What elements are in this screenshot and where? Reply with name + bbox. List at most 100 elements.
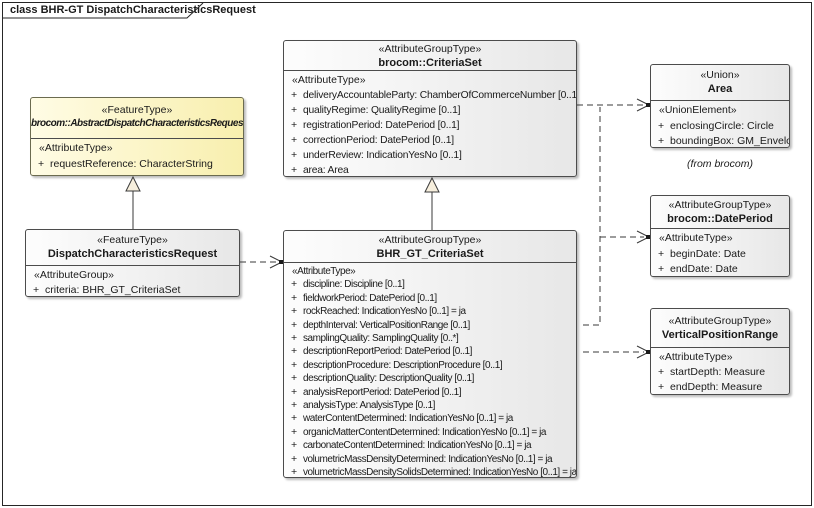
stereotype-label: «AttributeGroupType» [378, 234, 482, 246]
class-name: VerticalPositionRange [661, 329, 779, 341]
class-box-brocom-criteriaset[interactable]: «AttributeGroupType» brocom::CriteriaSet… [283, 40, 577, 177]
class-box-bhr-gt-criteriaset[interactable]: «AttributeGroupType» BHR_GT_CriteriaSet … [283, 230, 577, 478]
attribute-text: analysisReportPeriod: DatePeriod [0..1] [303, 386, 462, 398]
attribute-row: + startDepth: Measure [657, 365, 787, 380]
attribute-row: + requestReference: CharacterString [37, 157, 241, 173]
attribute-row: +registrationPeriod: DatePeriod [0..1] [290, 118, 574, 133]
attribute-row: +deliveryAccountableParty: ChamberOfComm… [290, 88, 576, 103]
attribute-text: area: Area [303, 165, 349, 176]
attribute-text: analysisType: AnalysisType [0..1] [303, 400, 435, 412]
class-header: «FeatureType» brocom::AbstractDispatchCh… [31, 98, 243, 139]
attribute-text: beginDate: Date [670, 247, 746, 260]
attribute-row: +underReview: IndicationYesNo [0..1] [290, 148, 574, 163]
attribute-row: + qualityRegime: QualityRegime [0..1] [290, 103, 574, 118]
attribute-row: +descriptionReportPeriod: DatePeriod [0.… [290, 345, 574, 358]
visibility-plus: + [291, 372, 298, 385]
attribute-text: underReview: IndicationYesNo [0..1] [303, 150, 462, 161]
compartment-stereotype: «AttributeType» [659, 232, 733, 244]
visibility-plus: + [658, 381, 665, 393]
attribute-row: + endDate: Date [657, 262, 787, 276]
stereotype-label: «Union» [700, 69, 740, 81]
attribute-row: +enclosingCircle: Circle [657, 119, 787, 135]
attribute-text: correctionPeriod: DatePeriod [0..1] [303, 135, 454, 146]
attribute-row: +volumetricMassDensitySolidsDetermined: … [290, 466, 576, 478]
visibility-plus: + [38, 157, 45, 170]
class-header: «FeatureType» DispatchCharacteristicsReq… [26, 230, 239, 266]
attribute-text: fieldworkPeriod: DatePeriod [0..1] [303, 292, 437, 304]
attribute-text: registrationPeriod: DatePeriod [0..1] [303, 120, 460, 131]
visibility-plus: + [291, 412, 298, 425]
visibility-plus: + [291, 385, 298, 398]
visibility-plus: + [291, 345, 298, 358]
visibility-plus: + [291, 104, 298, 116]
attribute-text: qualityRegime: QualityRegime [0..1] [303, 105, 461, 116]
visibility-plus: + [33, 284, 40, 296]
attribute-text: startDepth: Measure [670, 366, 766, 378]
attribute-row: + area: Area [290, 163, 574, 176]
attribute-row: + depthInterval: VerticalPositionRange [0… [290, 319, 574, 332]
attribute-row: + boundingBox: GM_Envelope [657, 134, 789, 147]
class-box-vertical-position-range[interactable]: «AttributeGroupType» VerticalPositionRan… [650, 308, 790, 395]
attribute-text: endDate: Date [670, 263, 738, 275]
class-header: «Union» Area [651, 65, 789, 101]
attribute-row: + descriptionQuality: DescriptionQuality … [290, 372, 574, 385]
visibility-plus: + [658, 135, 665, 147]
attribute-text: waterContentDetermined: IndicationYesNo … [303, 413, 513, 425]
visibility-plus: + [291, 332, 298, 345]
class-name: DispatchCharacteristicsRequest [47, 248, 218, 260]
stereotype-label: «FeatureType» [101, 104, 173, 116]
attribute-row: +samplingQuality: SamplingQuality [0..*] [290, 332, 574, 345]
attribute-compartment: «UnionElement» +enclosingCircle: Circle+… [651, 101, 789, 147]
attribute-row: +beginDate: Date [657, 247, 787, 263]
attribute-text: volumetricMassDensityDetermined: Indicat… [303, 453, 553, 465]
visibility-plus: + [291, 439, 298, 452]
attribute-text: enclosingCircle: Circle [670, 119, 774, 132]
visibility-plus: + [291, 466, 298, 478]
stereotype-label: «AttributeGroupType» [668, 315, 772, 327]
attribute-text: rockReached: IndicationYesNo [0..1] = ja [303, 306, 466, 318]
stereotype-label: «FeatureType» [97, 234, 168, 246]
class-box-abstract-dispatch-characteristics-request[interactable]: «FeatureType» brocom::AbstractDispatchCh… [30, 97, 244, 176]
attribute-row: + descriptionProcedure: DescriptionProced… [290, 359, 574, 372]
attribute-compartment: «AttributeType» + startDepth: Measure + end… [651, 348, 789, 394]
attribute-text: organicMatterContentDetermined: Indicati… [303, 426, 546, 438]
visibility-plus: + [291, 452, 298, 465]
visibility-plus: + [291, 358, 298, 371]
class-header: «AttributeGroupType» BHR_GT_CriteriaSet [284, 231, 576, 263]
attribute-row: +correctionPeriod: DatePeriod [0..1] [290, 133, 574, 148]
attribute-text: criteria: BHR_GT_CriteriaSet [45, 284, 181, 296]
attribute-text: depthInterval: VerticalPositionRange [0.… [303, 319, 470, 331]
attribute-row: + waterContentDetermined: IndicationYesNo… [290, 412, 574, 425]
attribute-text: endDepth: Measure [670, 381, 763, 393]
attribute-row: + fieldworkPeriod: DatePeriod [0..1] [290, 292, 574, 305]
stereotype-label: «AttributeGroupType» [668, 199, 772, 211]
visibility-plus: + [291, 399, 298, 412]
attribute-text: descriptionProcedure: DescriptionProcedu… [303, 359, 503, 371]
attribute-text: descriptionQuality: DescriptionQuality [… [303, 373, 474, 385]
visibility-plus: + [291, 318, 298, 331]
class-header: «AttributeGroupType» brocom::CriteriaSet [284, 41, 576, 71]
class-box-area[interactable]: «Union» Area «UnionElement» +enclosingCi… [650, 64, 790, 148]
package-origin-note: (from brocom) [687, 158, 753, 170]
attribute-text: requestReference: CharacterString [50, 157, 213, 170]
class-header: «AttributeGroupType» VerticalPositionRan… [651, 309, 789, 348]
visibility-plus: + [291, 291, 298, 304]
attribute-compartment: «AttributeType» +requestReference: Chara… [31, 139, 243, 172]
visibility-plus: + [658, 263, 665, 275]
stereotype-label: «AttributeGroupType» [378, 43, 482, 55]
visibility-plus: + [658, 366, 665, 378]
attribute-row: + endDepth: Measure [657, 380, 787, 394]
attribute-row: + analysisType: AnalysisType [0..1] [290, 399, 574, 412]
attribute-text: carbonateContentDetermined: IndicationYe… [303, 440, 532, 452]
compartment-stereotype: «AttributeType» [659, 351, 733, 363]
attribute-compartment: «AttributeGroup» +criteria: BHR_GT_Crite… [26, 266, 239, 296]
attribute-text: boundingBox: GM_Envelope [670, 135, 789, 147]
attribute-text: discipline: Discipline [0..1] [303, 279, 405, 291]
class-box-brocom-dateperiod[interactable]: «AttributeGroupType» brocom::DatePeriod … [650, 195, 790, 277]
diagram-title: class BHR-GT DispatchCharacteristicsRequ… [10, 4, 256, 16]
class-name: brocom::CriteriaSet [378, 57, 482, 69]
visibility-plus: + [291, 305, 298, 318]
visibility-plus: + [291, 164, 298, 176]
class-box-dispatch-characteristics-request[interactable]: «FeatureType» DispatchCharacteristicsReq… [25, 229, 240, 297]
